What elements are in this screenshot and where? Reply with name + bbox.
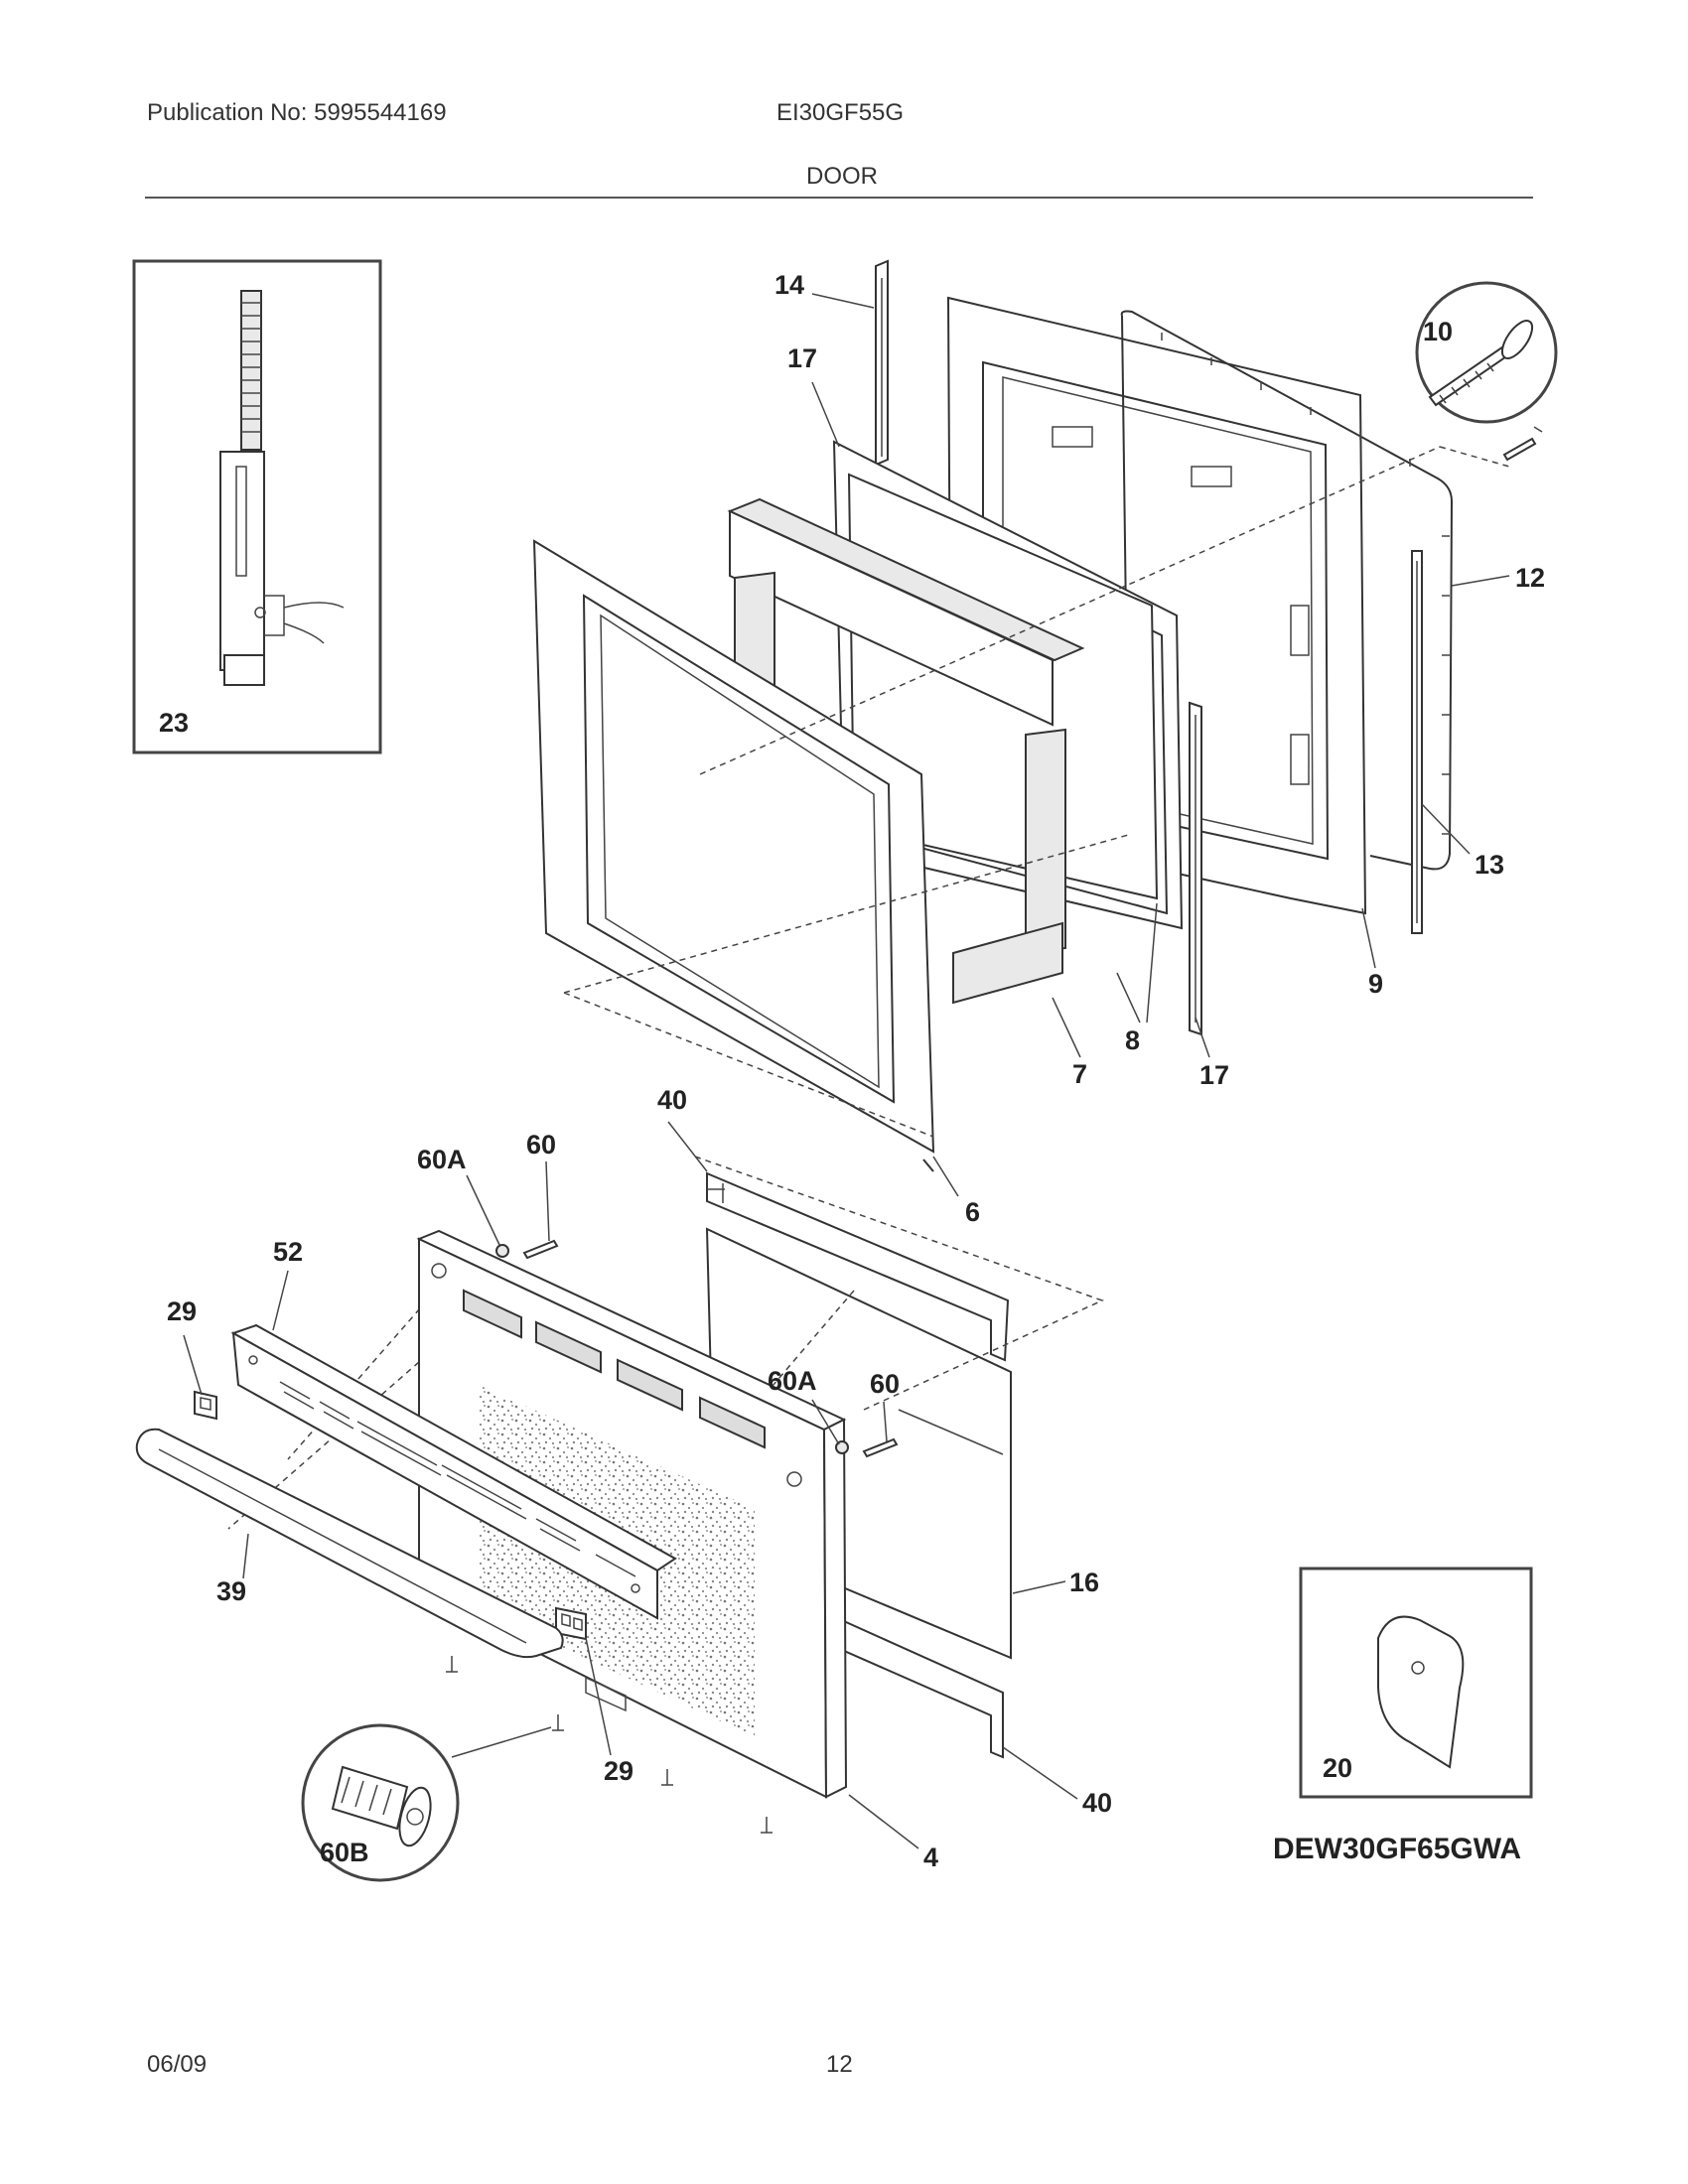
callout-52: 52	[273, 1237, 303, 1267]
callout-12: 12	[1515, 563, 1545, 593]
part-40-top-bracket	[706, 1171, 1010, 1362]
callout-14: 14	[774, 270, 804, 300]
callout-60A-lower: 60A	[768, 1366, 817, 1396]
callout-29-left: 29	[167, 1297, 197, 1326]
callout-39: 39	[216, 1576, 246, 1606]
door-bottom-screws	[446, 1656, 773, 1834]
hinge-icon	[219, 290, 345, 686]
part-52-vent-trim	[230, 1323, 677, 1620]
callout-60-upper: 60	[526, 1130, 556, 1160]
callout-40-bottom: 40	[1082, 1788, 1112, 1818]
part-60B-screw-inset	[301, 1723, 552, 1882]
screw-icon	[1428, 320, 1534, 407]
callout-13: 13	[1475, 850, 1504, 880]
callout-7: 7	[1072, 1059, 1087, 1089]
part-10-screw-inset	[1415, 281, 1558, 462]
part-17-side-strip	[1189, 701, 1202, 1036]
callout-23: 23	[159, 708, 189, 738]
torx-screw-icon	[331, 1765, 432, 1847]
callout-60B: 60B	[320, 1838, 369, 1867]
section-title: DOOR	[806, 163, 878, 190]
callout-10: 10	[1423, 317, 1453, 346]
model-number: EI30GF55G	[776, 99, 905, 126]
callout-4: 4	[923, 1843, 938, 1872]
part-60-screw-lower	[835, 1437, 899, 1458]
callout-16: 16	[1069, 1568, 1099, 1597]
variant-inset-box: 20	[1299, 1567, 1533, 1799]
variant-model-note: DEW30GF65GWA	[1273, 1833, 1521, 1865]
alignment-lines-upper	[563, 446, 1510, 1138]
part-6-outer-door-frame	[532, 539, 935, 1172]
callout-6: 6	[965, 1197, 980, 1227]
part-14-side-trim	[875, 259, 889, 467]
hinge-inset-box: 23	[132, 259, 382, 754]
footer-date: 06/09	[147, 2051, 208, 2078]
part-39-door-handle	[135, 1428, 564, 1659]
callout-17-bottom: 17	[1199, 1060, 1229, 1090]
part-13-gasket-strip	[1411, 550, 1423, 934]
callout-8: 8	[1125, 1025, 1140, 1055]
part-29-endcap-left	[194, 1390, 217, 1421]
page-number: 12	[826, 2051, 853, 2078]
callout-60A-upper: 60A	[417, 1145, 467, 1174]
callout-40-top: 40	[657, 1085, 687, 1115]
publication-number: Publication No: 5995544169	[147, 99, 447, 126]
alignment-lines-lower	[227, 1156, 1104, 1560]
callout-29-right: 29	[604, 1756, 633, 1786]
header-rule	[145, 197, 1533, 199]
callout-60-lower: 60	[870, 1369, 900, 1399]
callout-20: 20	[1323, 1753, 1352, 1783]
part-60-screw-upper	[495, 1239, 559, 1260]
shield-plate-icon	[1377, 1615, 1465, 1769]
callout-17-top: 17	[787, 343, 817, 373]
callout-9: 9	[1368, 969, 1383, 999]
